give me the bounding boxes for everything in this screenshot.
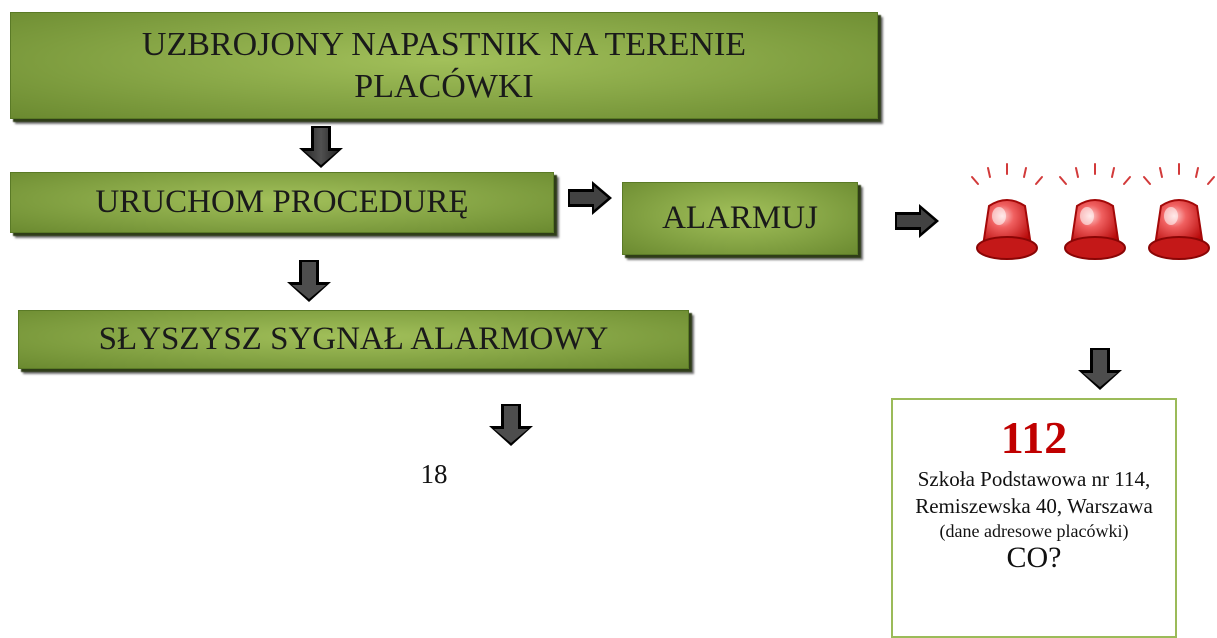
step-box-alarm: ALARMUJ (622, 182, 858, 255)
arrow-right-icon (893, 203, 941, 239)
arrow-right-icon (566, 180, 614, 216)
step-box-start-procedure: URUCHOM PROCEDURĘ (10, 172, 554, 233)
address-note: (dane adresowe placówki) (939, 521, 1129, 541)
step-label: UZBROJONY NAPASTNIK NA TERENIE PLACÓWKI (141, 25, 747, 105)
emergency-number: 112 (1000, 412, 1068, 463)
cut-off-text: CO? (1006, 541, 1062, 574)
arrow-down-icon (285, 258, 333, 304)
step-label: ALARMUJ (662, 200, 818, 236)
school-address: Szkoła Podstawowa nr 114, Remiszewska 40… (915, 467, 1153, 518)
red-siren-icon (966, 160, 1048, 280)
arrow-down-icon (1076, 346, 1124, 392)
step-box-armed-attacker: UZBROJONY NAPASTNIK NA TERENIE PLACÓWKI (10, 12, 878, 119)
arrow-down-icon (297, 124, 345, 170)
red-siren-icon (1054, 160, 1136, 280)
step-label: SŁYSZYSZ SYGNAŁ ALARMOWY (98, 321, 609, 357)
step-label: URUCHOM PROCEDURĘ (95, 184, 469, 220)
step-box-hear-alarm: SŁYSZYSZ SYGNAŁ ALARMOWY (18, 310, 689, 369)
arrow-down-icon (487, 402, 535, 448)
emergency-info-panel: 112 Szkoła Podstawowa nr 114, Remiszewsk… (891, 398, 1177, 638)
alarm-sirens (966, 160, 1217, 280)
red-siren-icon (1138, 160, 1217, 280)
next-step-number: 18 (420, 459, 448, 489)
